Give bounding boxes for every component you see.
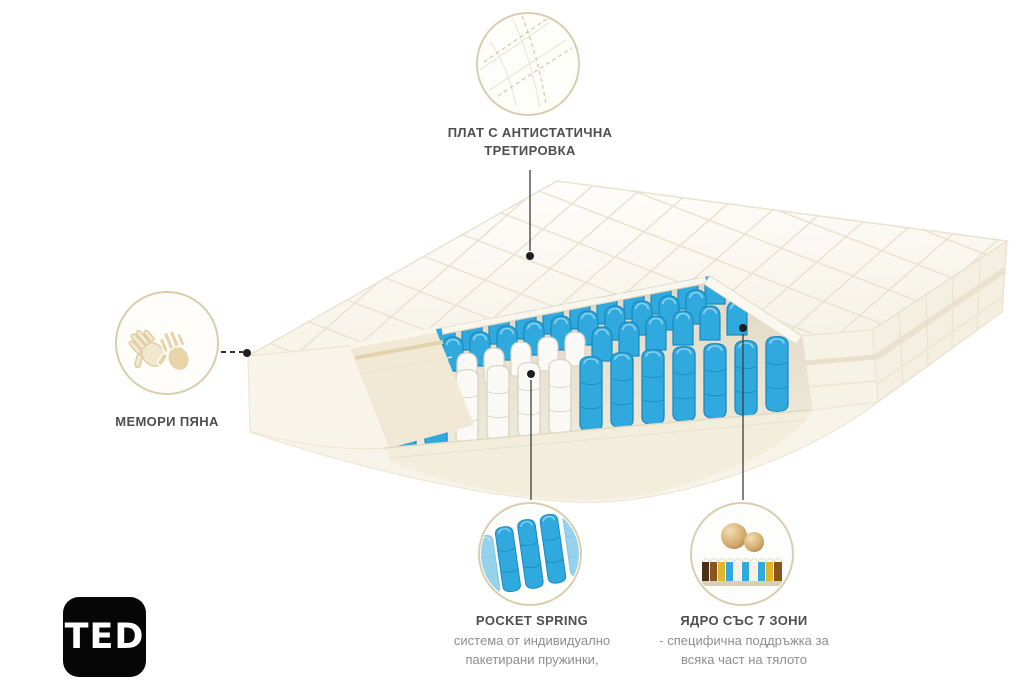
- memory-foam-inset-circle: [115, 291, 219, 395]
- memory-foam-layer-wedge: [349, 327, 474, 448]
- brand-logo: TED: [63, 597, 146, 677]
- core-zones-description-line2: всяка част на тялото: [681, 651, 807, 667]
- memory-foam-label-text: МЕМОРИ ПЯНА: [115, 414, 219, 429]
- core-zones-inset-circle: [690, 502, 794, 606]
- base-foam-layer: [383, 409, 813, 500]
- quilted-fabric-icon: [479, 15, 577, 113]
- quilt-cut-edge: [703, 275, 803, 345]
- core-zones-description: - специфична поддръжка за всяка част на …: [614, 632, 874, 670]
- fabric-label-line2: ТРЕТИРОВКА: [484, 143, 576, 159]
- zone-stripes: [701, 558, 783, 586]
- brand-logo-text: TED: [64, 617, 145, 657]
- fabric-inset-circle: [476, 12, 580, 116]
- memory-foam-label: МЕМОРИ ПЯНА: [65, 413, 269, 431]
- pocket-spring-label: POCKET SPRING: [430, 612, 634, 630]
- callout-connectors: [221, 170, 747, 500]
- pocket-spring-inset-circle: [478, 502, 582, 606]
- pocket-spring-connector-dot: [527, 370, 535, 378]
- seven-zone-core-icon: [693, 505, 791, 603]
- fabric-label: ПЛАТ С АНТИСТАТИЧНА ТРЕТИРОВКА: [380, 124, 680, 160]
- core-zones-description-line1: - специфична поддръжка за: [659, 633, 829, 648]
- core-zones-label-text: ЯДРО СЪС 7 ЗОНИ: [680, 613, 808, 628]
- memory-foam-connector-dot: [243, 349, 251, 357]
- mattress-side-border-panel: [871, 240, 1008, 403]
- core-zones-connector-dot: [739, 324, 747, 332]
- pocket-spring-description-line1: система от индивидуално: [453, 633, 611, 648]
- hand-print-icon: [117, 294, 216, 392]
- fabric-connector-dot: [526, 252, 534, 260]
- pocket-spring-description-line2: пакетирани пружинки,: [465, 651, 599, 667]
- mattress-front-right-panel: [801, 329, 879, 411]
- pocket-spring-label-text: POCKET SPRING: [475, 613, 589, 628]
- pocket-springs-icon: [481, 505, 579, 603]
- core-zones-label: ЯДРО СЪС 7 ЗОНИ: [642, 612, 846, 630]
- fabric-label-line1: ПЛАТ С АНТИСТАТИЧНА: [447, 125, 613, 140]
- pocket-spring-description: система от индивидуално пакетирани пружи…: [402, 632, 662, 670]
